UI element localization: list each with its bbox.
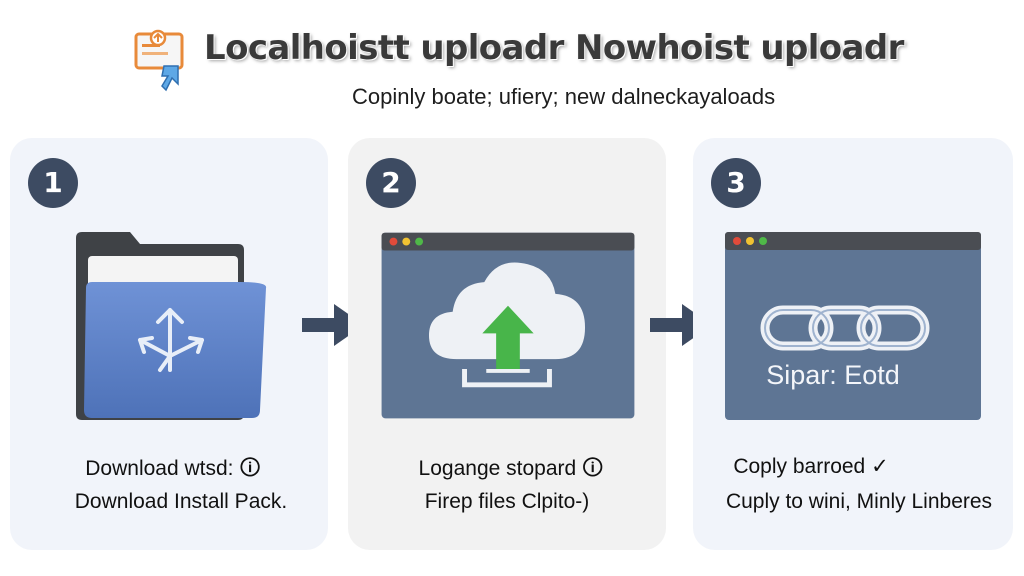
page-title: Localhoistt uploadr Nowhoist uploadr [204,28,904,68]
folder-arrows-icon [76,232,267,420]
page-subtitle: Copinly boate; ufiery; new dalneckayaloa… [352,84,776,109]
step-3-description: Cuply to wini, Minly Linberes [725,490,993,513]
step-card-1: 1 Download wtsd: 🛈 Download Install Pack… [10,138,328,550]
step-3-title: Coply barroed ✓ [733,455,889,478]
upload-document-icon [134,29,184,92]
step-1-description: Download Install Pack. [74,490,288,513]
step-1-title: Download wtsd: 🛈 [85,457,261,480]
window-caption: Sipar: Eotd [766,360,900,390]
step-number-badge: 1 [28,158,78,208]
chain-link-icon [725,232,981,420]
step-card-3: 3 Sipar: Eotd Coply barroed ✓ Cuply to w… [693,138,1013,550]
cloud-upload-icon [381,232,635,419]
step-number-badge: 2 [366,158,416,208]
step-card-2: 2 Logange stopard 🛈 Firep files Clpito-) [348,138,666,550]
step-number-badge: 3 [711,158,761,208]
step-2-description: Firep files Clpito-) [424,490,590,513]
step-2-title: Logange stopard 🛈 [418,457,604,480]
